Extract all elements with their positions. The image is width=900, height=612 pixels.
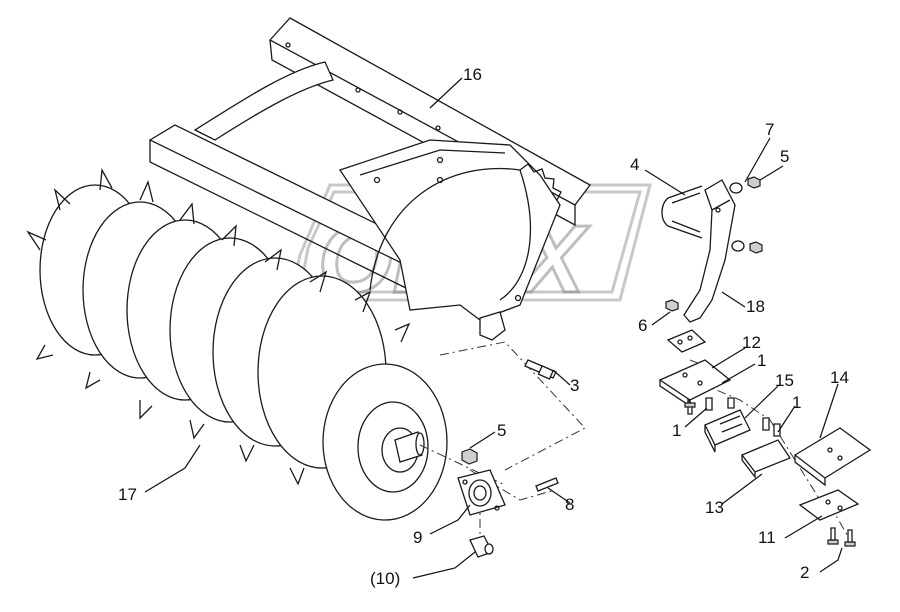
nut-part-6 [665, 299, 679, 312]
callout-5-upper: 5 [780, 147, 789, 166]
scraper-arm-part-18 [683, 179, 736, 323]
callout-14: 14 [830, 368, 849, 387]
callout-9: 9 [413, 528, 422, 547]
callout-18: 18 [746, 297, 765, 316]
bolts-part-1-middle [762, 417, 781, 437]
grease-nipple-part-10 [469, 535, 494, 558]
callout-1-left: 1 [672, 421, 681, 440]
bearing-flange-part-9 [457, 469, 506, 516]
callout-16: 16 [463, 65, 482, 84]
bolts-part-1-upper [684, 397, 735, 415]
nut-part-5-upper [747, 176, 763, 254]
scraper-blade-part-14 [793, 427, 872, 487]
callout-4: 4 [630, 155, 639, 174]
callout-2: 2 [800, 563, 809, 582]
callout-1-right: 1 [792, 393, 801, 412]
callout-11: 11 [758, 528, 776, 547]
callout-7: 7 [765, 120, 774, 139]
scraper-plate-part-15 [704, 409, 751, 453]
callout-17: 17 [118, 485, 137, 504]
callout-15: 15 [775, 371, 794, 390]
pin-part-8 [535, 477, 559, 492]
callout-8: 8 [565, 495, 574, 514]
frame-part-16 [148, 17, 591, 341]
callout-3: 3 [570, 376, 579, 395]
callout-13: 13 [705, 498, 724, 517]
packer-roller-part-17 [26, 167, 448, 521]
clamp-plate [666, 329, 707, 353]
scraper-plate-part-12 [658, 359, 732, 408]
nut-part-5-lower [461, 448, 478, 465]
bolt-part-3 [524, 359, 557, 380]
u-bolt-part-4 [661, 185, 703, 239]
callout-labels: 16 7 5 4 18 6 12 1 15 14 1 1 3 5 17 8 9 … [118, 65, 849, 588]
callout-10: (10) [370, 569, 400, 588]
bolts-part-2 [827, 527, 856, 547]
scraper-plate-part-13 [740, 439, 791, 479]
washer-part-7 [729, 182, 745, 252]
callout-5-lower: 5 [497, 421, 506, 440]
leader-lines [144, 77, 843, 579]
callout-1-upper: 1 [757, 351, 766, 370]
callout-12: 12 [742, 333, 761, 352]
callout-6: 6 [638, 316, 647, 335]
scraper-plate-part-11 [798, 489, 860, 521]
